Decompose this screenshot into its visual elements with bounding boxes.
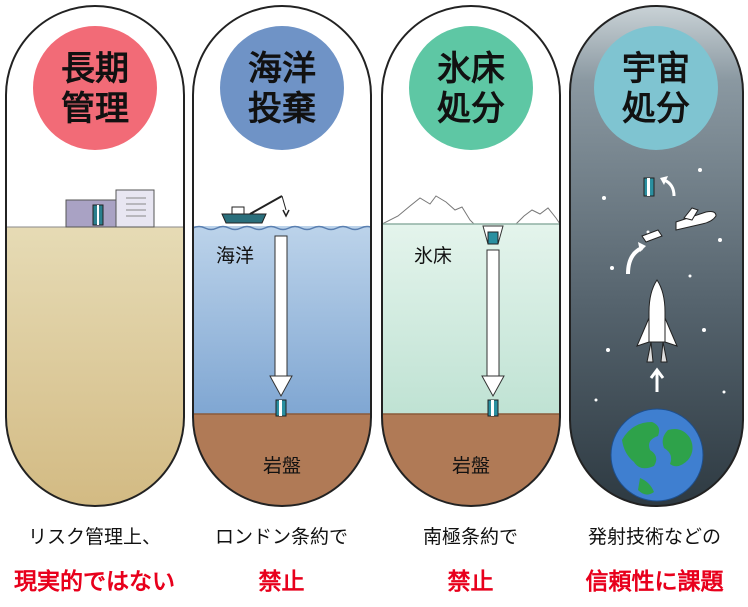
bedrock-label: 岩盤 (452, 455, 490, 477)
verdict-ice-sheet: 禁止 (447, 569, 494, 595)
panel-ice-sheet: 氷床 処分 氷床 岩盤 (381, 5, 561, 507)
caption-ocean: ロンドン条約で (214, 526, 348, 548)
badge-line2: 処分 (622, 89, 690, 129)
badge-line2: 投棄 (248, 89, 316, 129)
disposal-canister (275, 399, 287, 417)
orbiter-icon (641, 207, 717, 243)
caption-space: 発射技術などの (587, 526, 721, 548)
ship-crane-icon (221, 195, 290, 224)
ice-sheet-label: 氷床 (414, 245, 452, 267)
glacier-icon (382, 195, 560, 225)
badge-circle-ocean (220, 26, 344, 150)
badge-circle-space (594, 26, 718, 150)
bedrock-label: 岩盤 (263, 455, 301, 477)
earth-icon (610, 408, 704, 502)
space-shuttle-icon (636, 279, 678, 392)
badge-circle-long-term (33, 26, 157, 150)
badge-line2: 処分 (437, 89, 505, 129)
down-arrow-icon (481, 225, 505, 398)
curved-arrow-icon (626, 176, 676, 275)
verdict-long-term: 現実的ではない (14, 569, 175, 595)
badge-line1: 海洋 (248, 49, 316, 89)
verdict-space: 信頼性に課題 (585, 569, 724, 595)
badge-line1: 宇宙 (622, 49, 690, 89)
badge-line2: 管理 (61, 89, 129, 129)
ocean-label: 海洋 (216, 245, 254, 267)
caption-long-term: リスク管理上、 (27, 526, 161, 548)
badge-circle-ice-sheet (409, 26, 533, 150)
disposal-canister (643, 177, 655, 197)
badge-line1: 長期 (61, 49, 129, 89)
caption-ice-sheet: 南極条約で (422, 526, 518, 548)
verdict-ocean: 禁止 (258, 569, 305, 595)
stars-icon (594, 168, 726, 402)
building-icon (65, 189, 155, 228)
badge-line1: 氷床 (437, 49, 505, 89)
panel-ocean: 海洋 投棄 海洋 岩盤 (192, 5, 372, 507)
panel-long-term: 長期 管理 (5, 5, 185, 507)
down-arrow-icon (269, 235, 293, 398)
disposal-canister (487, 399, 499, 417)
panel-space: 宇宙 処分 (569, 5, 744, 507)
